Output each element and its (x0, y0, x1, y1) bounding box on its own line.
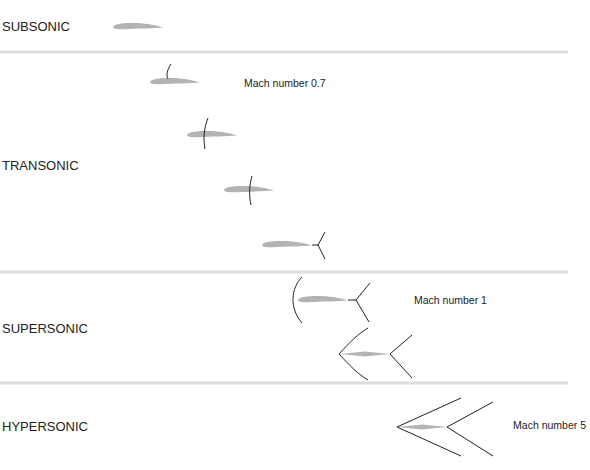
band-dividers (0, 52, 568, 383)
shock-waves (167, 64, 493, 456)
regime-label: SUPERSONIC (2, 322, 88, 335)
regime-label: TRANSONIC (2, 159, 79, 172)
mach-label: Mach number 5 (513, 420, 586, 431)
mach-label: Mach number 1 (414, 295, 487, 306)
regime-label: HYPERSONIC (2, 420, 88, 433)
airfoils (113, 23, 447, 430)
mach-label: Mach number 0.7 (244, 78, 326, 89)
regime-label: SUBSONIC (2, 20, 70, 33)
